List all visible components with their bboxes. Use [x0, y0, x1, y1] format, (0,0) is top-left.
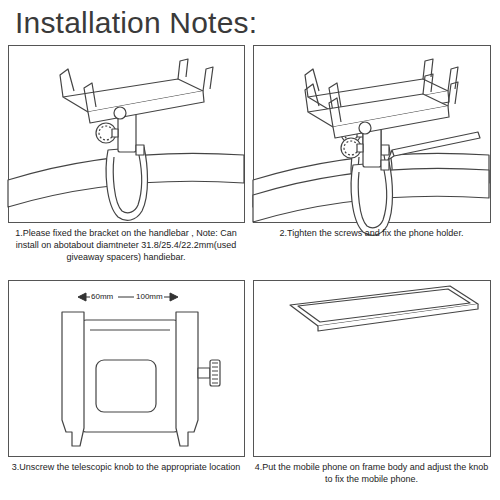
panel-frame: [254, 281, 491, 457]
mobile-phone: [290, 286, 478, 331]
phone-edge: [318, 304, 478, 331]
dimension-line: [118, 297, 134, 298]
knob-knurl: [212, 363, 218, 383]
knob-shaft: [198, 368, 210, 378]
step-caption: 1.Please fixed the bracket on the handle…: [8, 227, 244, 263]
page-title: Installation Notes:: [15, 6, 257, 39]
right-jaw: [176, 312, 198, 446]
telescopic-knob: [210, 360, 220, 386]
dimension-label: 60mm: [90, 292, 114, 302]
step-caption: 3.Unscrew the telescopic knob to the app…: [8, 461, 244, 473]
center-window: [96, 360, 156, 412]
holder-body: [80, 320, 180, 432]
holder-front-view: [62, 312, 220, 446]
panel-frame: [9, 46, 245, 223]
holder-drawing: [8, 59, 244, 220]
body-edge: [90, 329, 170, 330]
dimension-line: [164, 297, 170, 298]
allen-key: [388, 132, 480, 160]
step-caption: 2.Tighten the screws and fix the phone h…: [253, 227, 490, 239]
panel-frames: [9, 46, 491, 457]
step-caption: 4.Put the mobile phone on frame body and…: [253, 461, 490, 485]
dimension-arrow: [78, 293, 178, 301]
arrow-head: [78, 293, 86, 301]
left-jaw: [62, 312, 84, 446]
holder-drawing: [253, 74, 489, 235]
panel-frame: [9, 281, 245, 457]
dimension-label: 100mm: [135, 292, 164, 302]
arrow-head: [170, 293, 178, 301]
